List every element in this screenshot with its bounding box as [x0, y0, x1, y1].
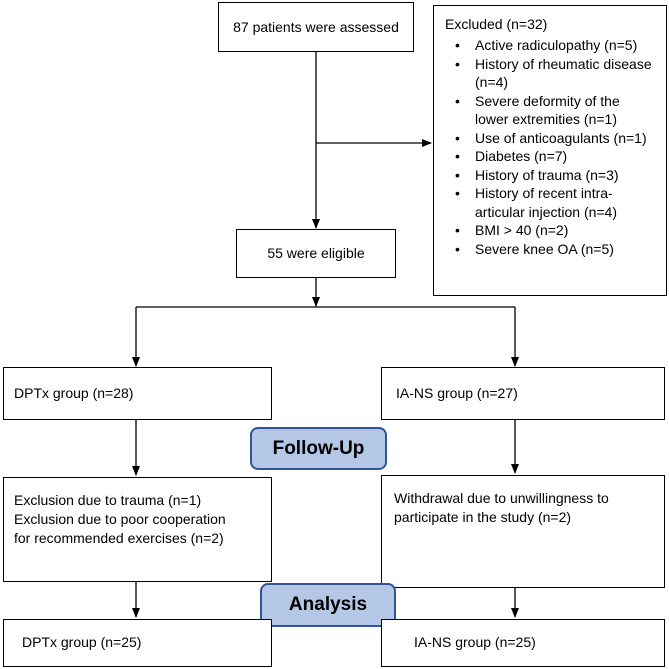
- analysis-label: Analysis: [260, 583, 396, 627]
- right-followup-line: participate in the study (n=2): [394, 509, 572, 525]
- left-group-allocated-text: DPTx group (n=28): [14, 385, 134, 401]
- right-group-analyzed-text: IA-NS group (n=25): [414, 634, 536, 650]
- assessed-text: 87 patients were assessed: [233, 18, 399, 35]
- right-group-allocated-box: IA-NS group (n=27): [381, 367, 665, 420]
- left-group-allocated-box: DPTx group (n=28): [3, 367, 272, 420]
- excluded-box: Excluded (n=32) Active radiculopathy (n=…: [433, 5, 667, 296]
- right-group-allocated-text: IA-NS group (n=27): [396, 385, 518, 401]
- exclusion-reason-item: BMI > 40 (n=2): [445, 221, 658, 240]
- right-followup-box: Withdrawal due to unwillingness to parti…: [381, 475, 665, 588]
- exclusion-reason-item: Active radiculopathy (n=5): [445, 36, 658, 55]
- right-group-analyzed-box: IA-NS group (n=25): [381, 619, 665, 667]
- excluded-title: Excluded (n=32): [445, 16, 548, 32]
- exclusion-reason-item: History of recent intra-articular inject…: [445, 184, 658, 221]
- exclusion-reason-item: Use of anticoagulants (n=1): [445, 129, 658, 148]
- follow-up-label: Follow-Up: [250, 427, 387, 470]
- assessed-box: 87 patients were assessed: [218, 2, 414, 52]
- exclusion-reason-item: History of rheumatic disease (n=4): [445, 55, 658, 92]
- eligible-text: 55 were eligible: [267, 245, 365, 261]
- left-followup-line: Exclusion due to trauma (n=1): [14, 492, 202, 508]
- left-followup-line: for recommended exercises (n=2): [14, 530, 224, 546]
- left-group-analyzed-box: DPTx group (n=25): [3, 619, 272, 667]
- exclusion-reason-item: History of trauma (n=3): [445, 166, 658, 185]
- left-group-analyzed-text: DPTx group (n=25): [22, 634, 142, 650]
- left-followup-box: Exclusion due to trauma (n=1) Exclusion …: [3, 477, 272, 582]
- exclusion-reason-item: Severe knee OA (n=5): [445, 240, 658, 259]
- exclusion-reasons-list: Active radiculopathy (n=5) History of rh…: [445, 36, 658, 258]
- right-followup-line: Withdrawal due to unwillingness to: [394, 490, 609, 506]
- eligible-box: 55 were eligible: [236, 229, 396, 278]
- left-followup-line: Exclusion due to poor cooperation: [14, 511, 226, 527]
- exclusion-reason-item: Severe deformity of the lower extremitie…: [445, 92, 658, 129]
- exclusion-reason-item: Diabetes (n=7): [445, 147, 658, 166]
